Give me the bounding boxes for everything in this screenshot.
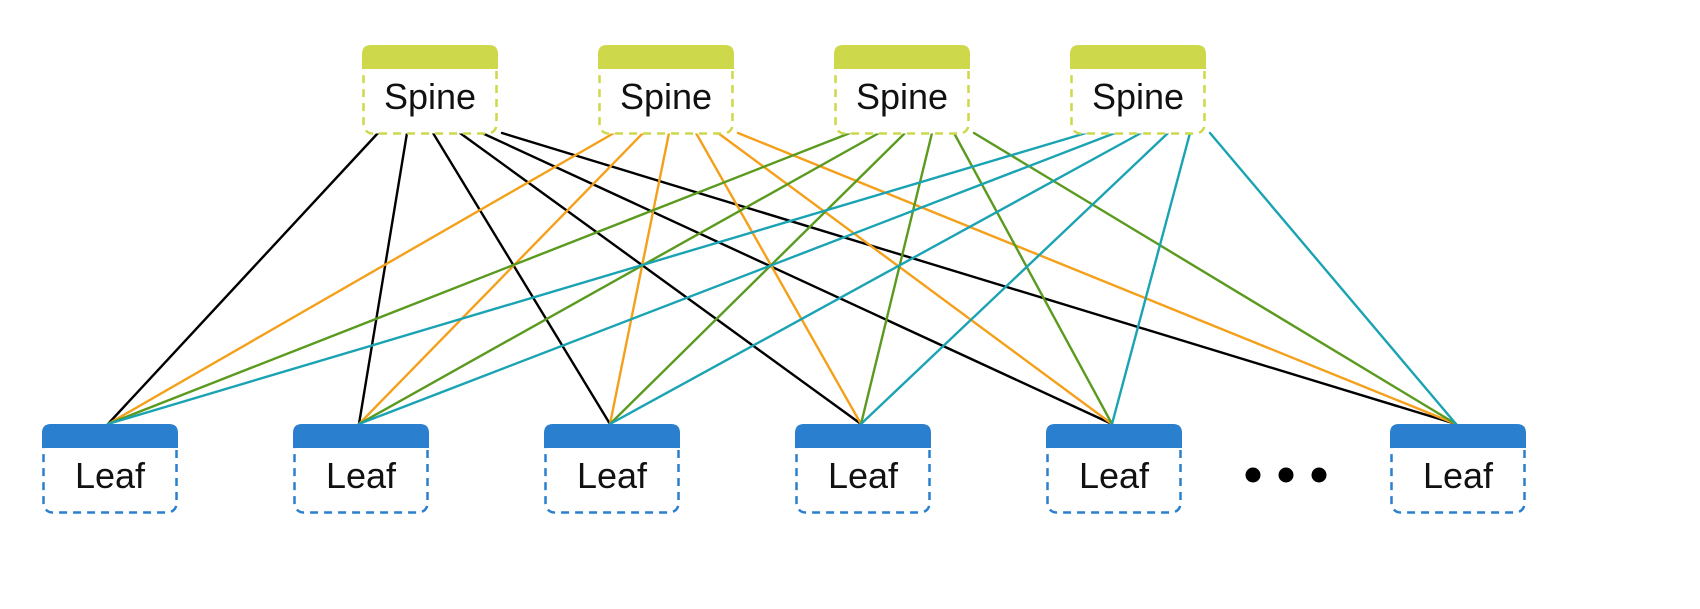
link-spine3-leaf2 xyxy=(357,131,881,426)
link-spine1-leaf1 xyxy=(106,131,380,426)
link-spine2-leaf1 xyxy=(106,131,616,426)
spine-node-3-header-bar xyxy=(834,45,970,69)
link-spine4-leaf1 xyxy=(106,131,1088,426)
leaf-node-6-header-bar xyxy=(1390,424,1526,448)
ellipsis-dot-3 xyxy=(1311,467,1327,483)
link-spine3-leaf1 xyxy=(106,131,852,426)
leaf-node-4-label: Leaf xyxy=(828,455,899,496)
leaf-node-2-header-bar xyxy=(293,424,429,448)
link-spine1-leaf3 xyxy=(431,131,612,426)
link-spine2-leaf3 xyxy=(608,131,671,426)
link-spine1-leaf2 xyxy=(357,131,409,426)
leaf-node-5-label: Leaf xyxy=(1079,455,1150,496)
leaf-node-2[interactable]: Leaf xyxy=(293,424,429,514)
leaf-node-5[interactable]: Leaf xyxy=(1046,424,1182,514)
spine-node-4[interactable]: Spine xyxy=(1070,45,1206,135)
leaf-node-3[interactable]: Leaf xyxy=(544,424,680,514)
spine-node-3-label: Spine xyxy=(856,76,948,117)
leaf-node-4[interactable]: Leaf xyxy=(795,424,931,514)
link-spine3-leaf6 xyxy=(972,131,1458,426)
link-spine2-leaf2 xyxy=(357,131,645,426)
leaf-node-1[interactable]: Leaf xyxy=(42,424,178,514)
link-spine3-leaf5 xyxy=(952,131,1114,426)
links-layer xyxy=(106,131,1458,426)
leaf-node-4-header-bar xyxy=(795,424,931,448)
leaf-node-5-header-bar xyxy=(1046,424,1182,448)
leaf-node-2-label: Leaf xyxy=(326,455,397,496)
link-spine4-leaf6 xyxy=(1208,131,1458,426)
link-spine3-leaf4 xyxy=(859,131,934,426)
ellipsis-dot-2 xyxy=(1278,467,1294,483)
link-spine4-leaf4 xyxy=(859,131,1170,426)
link-spine2-leaf5 xyxy=(716,131,1114,426)
link-spine4-leaf2 xyxy=(357,131,1117,426)
leaf-node-3-header-bar xyxy=(544,424,680,448)
ellipsis-dot-1 xyxy=(1245,467,1261,483)
link-spine3-leaf3 xyxy=(608,131,907,426)
spine-node-4-header-bar xyxy=(1070,45,1206,69)
leaf-node-1-header-bar xyxy=(42,424,178,448)
link-spine4-leaf5 xyxy=(1110,131,1192,426)
spine-node-2-label: Spine xyxy=(620,76,712,117)
spine-node-1-header-bar xyxy=(362,45,498,69)
link-spine1-leaf4 xyxy=(458,131,863,426)
leaf-node-1-label: Leaf xyxy=(75,455,146,496)
spine-node-1[interactable]: Spine xyxy=(362,45,498,135)
link-spine1-leaf5 xyxy=(480,131,1114,426)
link-spine2-leaf6 xyxy=(736,131,1458,426)
leaf-node-6[interactable]: Leaf xyxy=(1390,424,1526,514)
link-spine4-leaf3 xyxy=(608,131,1143,426)
leaf-node-3-label: Leaf xyxy=(577,455,648,496)
spine-node-2-header-bar xyxy=(598,45,734,69)
spine-node-2[interactable]: Spine xyxy=(598,45,734,135)
ellipsis xyxy=(1245,467,1327,483)
spine-node-4-label: Spine xyxy=(1092,76,1184,117)
spine-node-3[interactable]: Spine xyxy=(834,45,970,135)
link-spine1-leaf6 xyxy=(500,131,1458,426)
spine-node-1-label: Spine xyxy=(384,76,476,117)
leaf-node-6-label: Leaf xyxy=(1423,455,1494,496)
